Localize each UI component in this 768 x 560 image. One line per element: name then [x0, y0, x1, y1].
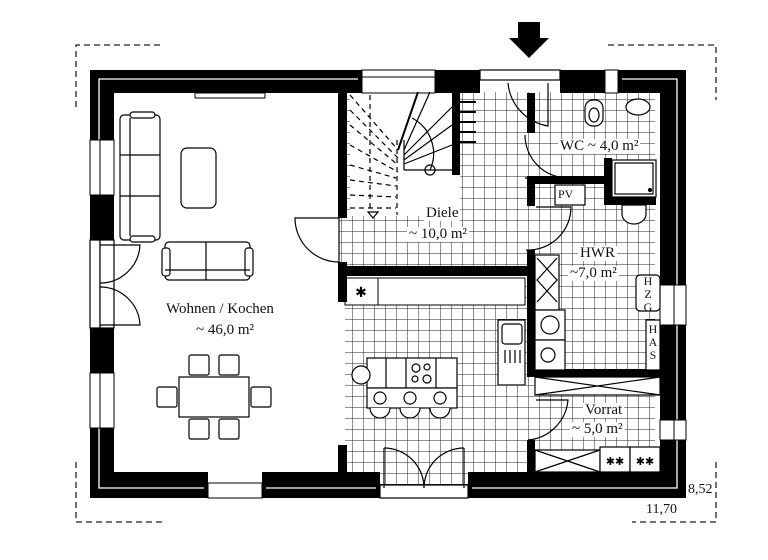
hzg-label: HZG: [643, 274, 653, 314]
staircase: [349, 91, 476, 219]
dimension-guides: [75, 44, 717, 523]
room-area-vorrat: ~ 5,0 m²: [570, 421, 625, 437]
interior-doors: [294, 134, 572, 441]
svg-text:✱: ✱: [355, 285, 367, 301]
living-furniture: [119, 111, 272, 440]
windows: [89, 69, 687, 499]
kitchen-furniture: [351, 319, 526, 419]
room-area-wohnen: ~ 46,0 m²: [196, 322, 255, 338]
wall-inner-lines: [98, 78, 678, 489]
entrance-door: [479, 69, 561, 127]
room-label-vorrat: Vorrat: [583, 402, 625, 418]
sanitary-fixtures: [534, 98, 661, 473]
dimension-width: 11,70: [646, 502, 677, 517]
room-area-hwr: ~7,0 m²: [568, 265, 619, 281]
room-label-wc: WC ~ 4,0 m²: [558, 138, 641, 154]
dimension-depth: 8,52: [688, 482, 713, 497]
entrance-arrow-icon: [509, 22, 549, 58]
has-label: HAS: [648, 322, 658, 362]
patio-door: [89, 239, 141, 329]
room-label-diele: Diele: [424, 205, 461, 221]
pv-label: PV: [558, 187, 574, 201]
svg-text:✱✱: ✱✱: [606, 455, 624, 468]
kitchen-garden-door: [379, 447, 469, 499]
room-label-hwr: HWR: [578, 245, 617, 261]
svg-text:✱✱: ✱✱: [636, 455, 654, 468]
room-label-wohnen: Wohnen / Kochen: [166, 301, 274, 317]
room-area-diele: ~ 10,0 m²: [407, 226, 470, 242]
